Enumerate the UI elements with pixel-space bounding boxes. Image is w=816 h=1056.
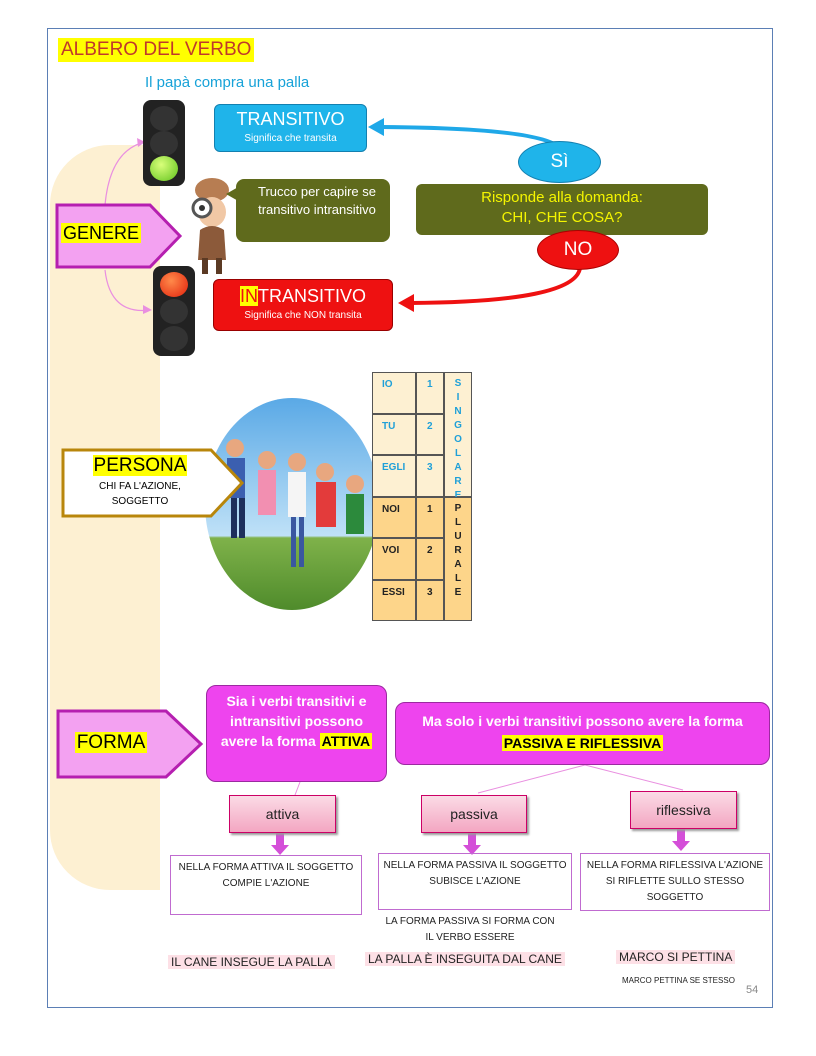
number-cell: 2 [416,413,444,455]
domanda-line1: Risponde alla domanda: [481,189,643,206]
number-cell: 1 [416,372,444,414]
forma-passiva-box: Ma solo i verbi transitivi possono avere… [395,702,770,765]
number-cell: 2 [416,538,444,580]
example-riflessiva-sub: MARCO PETTINA SE STESSO [622,976,735,985]
page-frame [47,28,773,1008]
pronoun-cell: EGLI [372,455,416,497]
intransitivo-box: INTRANSITIVO Significa che NON transita [213,279,393,331]
traffic-light-green-icon [143,100,185,186]
page-number: 54 [746,984,759,996]
forma-attiva-box: Sia i verbi transitivi e intransitivi po… [206,685,387,782]
forma-label: FORMA [74,732,148,753]
genere-label: GENERE [60,223,142,243]
note-passiva: NELLA FORMA PASSIVA IL SOGGETTO SUBISCE … [378,853,572,910]
transitivo-box: TRANSITIVO Significa che transita [214,104,367,152]
no-oval: NO [537,230,619,270]
pronoun-cell: NOI [372,496,416,538]
bubble-tail [226,186,240,202]
pronoun-cell: IO [372,372,416,414]
page-title: ALBERO DEL VERBO [58,38,255,62]
note-riflessiva: NELLA FORMA RIFLESSIVA L'AZIONE SI RIFLE… [580,853,770,911]
pronoun-cell: VOI [372,538,416,580]
number-cell: 3 [416,455,444,497]
persona-sub: CHI FA L'AZIONE, SOGGETTO [99,481,181,507]
note-attiva: NELLA FORMA ATTIVA IL SOGGETTO COMPIE L'… [170,855,362,915]
number-cell: 3 [416,579,444,621]
example-attiva: IL CANE INSEGUE LA PALLA [168,955,335,969]
forma-box2-text: Ma solo i verbi transitivi possono avere… [422,713,743,729]
forma-box1-highlight: ATTIVA [319,733,373,749]
domanda-box: Risponde alla domanda: CHI, CHE COSA? [416,184,708,235]
example-riflessiva: MARCO SI PETTINA [616,950,736,964]
attiva-pill: attiva [229,795,336,833]
passiva-pill: passiva [421,795,527,833]
intransitivo-prefix: IN [239,286,258,306]
number-cell: 1 [416,496,444,538]
detective-icon [191,178,229,274]
trucco-bubble: Trucco per capire se transitivo intransi… [236,179,390,242]
trucco-text: Trucco per capire se transitivo intransi… [257,184,376,217]
transitivo-sub: Significa che transita [244,133,337,144]
riflessiva-pill: riflessiva [630,791,737,829]
domanda-line2: CHI, CHE COSA? [501,209,623,226]
children-photo [205,398,379,610]
traffic-light-red-icon [153,266,195,356]
si-oval: Sì [518,141,601,183]
passiva-extra-note: LA FORMA PASSIVA SI FORMA CON IL VERBO E… [385,916,555,943]
example-sentence: Il papà compra una palla [145,74,310,91]
intransitivo-title: TRANSITIVO [257,286,366,306]
forma-box2-highlight: PASSIVA E RIFLESSIVA [501,735,664,751]
intransitivo-sub: Significa che NON transita [244,310,362,321]
persona-label: PERSONA [92,455,188,476]
example-passiva: LA PALLA È INSEGUITA DAL CANE [365,952,565,966]
forma-box1-text: Sia i verbi transitivi e intransitivi po… [220,693,367,749]
pronoun-cell: ESSI [372,579,416,621]
transitivo-title: TRANSITIVO [236,109,345,129]
pronoun-cell: TU [372,413,416,455]
